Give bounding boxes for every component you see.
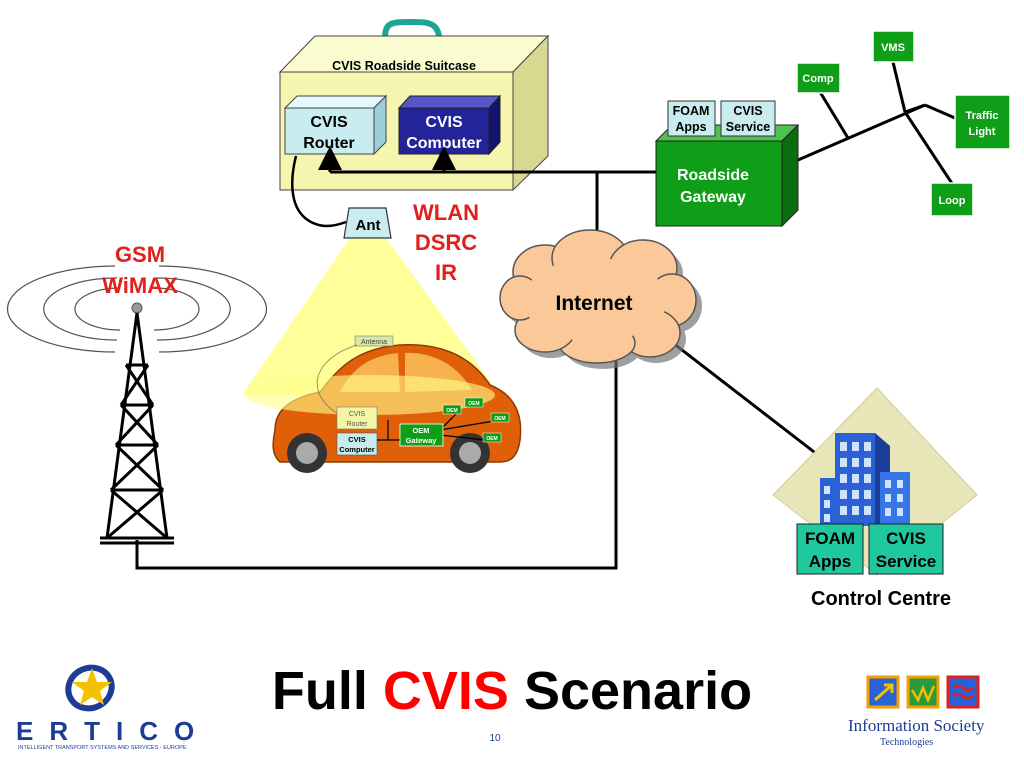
control-centre-foam-apps: FOAM Apps [796,523,864,575]
computer-label-line2: Computer [406,135,482,152]
vehicle-cvis-computer: CVIS Computer [336,432,378,456]
comp-label: Comp [802,73,833,85]
gateway-service-line2: Service [726,120,771,134]
cc-foam-line1: FOAM [805,529,855,548]
gateway-foam-line2: Apps [675,120,706,134]
field-device-traffic-light: Traffic Light [954,94,1011,150]
ertico-logo-mark [65,664,115,712]
radio-waves [6,265,268,353]
vehicle-oem-3-label: OEM [494,416,505,422]
cc-foam-line2: Apps [809,552,852,571]
router-label-line2: Router [303,135,355,152]
cc-service-line2: Service [876,552,937,571]
loop-label: Loop [939,195,966,207]
computer-label-line1: CVIS [425,114,463,131]
vehicle-oem-gateway: OEM Gateway [399,423,444,447]
gateway-foam-line1: FOAM [673,104,710,118]
traffic-light-line1: Traffic [965,110,998,122]
network-links [135,61,956,570]
cell-tower: GSM WiMAX [6,242,268,545]
vehicle-oem-4-label: OEM [486,436,497,442]
control-centre: FOAM Apps CVIS Service Control Centre [772,387,978,610]
field-device-comp: Comp [796,62,841,94]
vms-label: VMS [881,42,905,54]
antenna-cable [291,155,347,228]
vehicle-oem-2-label: OEM [468,401,479,407]
wimax-label: WiMAX [102,273,178,298]
vehicle-front-wheel [287,433,327,473]
gateway-label-line2: Gateway [680,189,746,206]
vehicle-oem-gateway-line2: Gateway [406,436,438,445]
vehicle-computer-line2: Computer [339,445,374,454]
short-range-labels: WLAN DSRC IR [413,200,479,285]
vehicle-oem-unit-3: OEM [490,412,510,423]
ist-logo-mark [866,675,980,709]
vehicle-router-line1: CVIS [349,411,366,418]
internet-cloud: Internet [499,229,702,369]
cc-service-line1: CVIS [886,529,926,548]
gateway-cvis-service: CVIS Service [720,100,776,137]
gateway-service-line1: CVIS [733,104,762,118]
field-device-loop: Loop [930,182,974,217]
vehicle-oem-unit-4: OEM [482,432,502,443]
vehicle: Antenna CVIS Router CVIS Computer OEM Ga… [245,335,522,473]
vehicle-oem-1-label: OEM [446,408,457,414]
wlan-label: WLAN [413,200,479,225]
internet-label: Internet [555,292,632,315]
ist-logo-line2: Technologies [880,737,934,748]
title-highlight: CVIS [382,661,509,721]
gsm-label: GSM [115,242,165,267]
ertico-logo-tagline: INTELLIGENT TRANSPORT SYSTEMS AND SERVIC… [18,745,187,751]
gateway-foam-apps: FOAM Apps [667,100,716,137]
dsrc-label: DSRC [415,230,477,255]
suitcase-handle [382,18,443,53]
gateway-label-line1: Roadside [677,167,749,184]
vehicle-antenna-label: Antenna [361,339,387,346]
ertico-logo-wordmark: ERTICO [16,716,211,746]
field-device-vms: VMS [872,30,915,63]
title-suffix: Scenario [523,661,753,721]
slide-title: Full CVIS Scenario [0,660,1024,722]
traffic-light-line2: Light [969,126,996,138]
vehicle-computer-line1: CVIS [348,435,366,444]
page-number: 10 [489,733,501,744]
ist-logo-line1: Information Society [848,716,985,735]
vehicle-cvis-router: CVIS Router [336,406,378,430]
ir-label: IR [435,260,457,285]
vehicle-rear-wheel [450,433,490,473]
router-label-line1: CVIS [310,114,348,131]
roadside-gateway: Roadside Gateway [654,123,800,228]
vehicle-oem-unit-2: OEM [464,397,484,408]
control-centre-label: Control Centre [811,588,951,610]
title-prefix: Full [271,661,368,721]
suitcase-cvis-router: CVIS Router [283,94,388,156]
control-centre-cvis-service: CVIS Service [868,523,944,575]
vehicle-router-line2: Router [346,421,368,428]
office-building-icon [820,433,910,526]
vehicle-oem-unit-1: OEM [442,404,462,415]
roadside-antenna: Ant [343,207,392,239]
suitcase-label: CVIS Roadside Suitcase [332,59,476,73]
vehicle-oem-gateway-line1: OEM [412,426,429,435]
antenna-label: Ant [356,217,381,234]
vehicle-antenna: Antenna [354,335,394,347]
suitcase-cvis-computer: CVIS Computer [397,94,502,156]
